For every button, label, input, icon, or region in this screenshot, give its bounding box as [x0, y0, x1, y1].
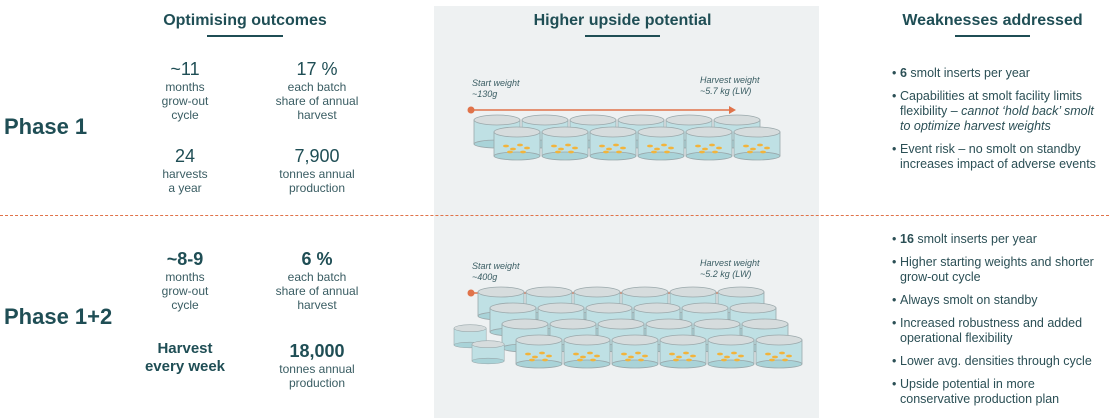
p1-share-value: 17 % [296, 59, 338, 79]
header-underline-right [955, 35, 1030, 37]
tank-diagram [453, 106, 819, 418]
p2-harvest-weight-label: Harvest weight ~5.2 kg (LW) [700, 258, 760, 280]
p1-production-stat: 7,900 tonnes annual production [252, 145, 382, 195]
phase1-label: Phase 1 [4, 114, 88, 139]
p1-production-value: 7,900 [294, 146, 340, 166]
p1-start-value: ~130g [472, 89, 498, 99]
p1-harvest-label: Harvest weight [700, 75, 760, 85]
p2-production-text: tonnes annual production [279, 362, 355, 390]
phase2-label: Phase 1+2 [4, 304, 113, 329]
p2-cycle-text: months grow-out cycle [161, 270, 209, 312]
p1-weakness-item: Event risk – no smolt on standby increas… [892, 142, 1104, 172]
p2-weaknesses-list: 16 smolt inserts per year Higher startin… [892, 232, 1104, 415]
phase-divider [0, 215, 1109, 216]
p1-growth-arrow [467, 106, 736, 114]
p2-weakness-item: Lower avg. densities through cycle [892, 354, 1104, 369]
p1-share-stat: 17 % each batch share of annual harvest [252, 58, 382, 122]
p1-production-text: tonnes annual production [279, 167, 355, 195]
p1-harvests-stat: 24 harvests a year [120, 145, 250, 195]
p2-cycle-stat: ~8-9 months grow-out cycle [120, 248, 250, 312]
header-underline-middle [585, 35, 660, 37]
p1-cycle-stat: ~11 months grow-out cycle [120, 58, 250, 122]
p1-harvest-weight-label: Harvest weight ~5.7 kg (LW) [700, 75, 760, 97]
header-upside-potential: Higher upside potential [533, 12, 712, 29]
p2-harvests-stat: Harvest every week [120, 340, 250, 376]
p2-share-stat: 6 % each batch share of annual harvest [252, 248, 382, 312]
p1-start-label: Start weight [472, 78, 520, 88]
p2-start-label: Start weight [472, 261, 520, 271]
header-underline-left [207, 35, 283, 37]
p1-harvest-value: ~5.7 kg (LW) [700, 86, 752, 96]
header-optimising-outcomes: Optimising outcomes [163, 12, 327, 29]
p2-start-weight-label: Start weight ~400g [472, 261, 520, 283]
p2-weakness-item: Upside potential in more conservative pr… [892, 377, 1104, 407]
p1-start-weight-label: Start weight ~130g [472, 78, 520, 100]
p2-share-text: each batch share of annual harvest [275, 270, 359, 312]
p1-weakness-item: 6 smolt inserts per year [892, 66, 1104, 81]
header-weaknesses-addressed: Weaknesses addressed [902, 12, 1083, 29]
p1-harvests-text: harvests a year [162, 167, 208, 195]
p1-cycle-value: ~11 [170, 59, 200, 79]
p2-harvests-value: Harvest every week [144, 340, 226, 375]
p1-share-text: each batch share of annual harvest [275, 80, 359, 122]
p2-cycle-value: ~8-9 [166, 249, 204, 269]
p2-production-stat: 18,000 tonnes annual production [252, 340, 382, 390]
p2-weakness-item: Increased robustness and added operation… [892, 316, 1104, 346]
p1-harvests-value: 24 [174, 146, 196, 166]
p1-weaknesses-list: 6 smolt inserts per year Capabilities at… [892, 66, 1104, 180]
p2-harvest-label: Harvest weight [700, 258, 760, 268]
p2-weakness-item: Higher starting weights and shorter grow… [892, 255, 1104, 285]
p2-harvest-value: ~5.2 kg (LW) [700, 269, 752, 279]
p1-weakness-item: Capabilities at smolt facility limits fl… [892, 89, 1104, 134]
p2-start-value: ~400g [472, 272, 498, 282]
p1-cycle-text: months grow-out cycle [161, 80, 209, 122]
p2-share-value: 6 % [301, 249, 333, 269]
p2-weakness-item: Always smolt on standby [892, 293, 1104, 308]
p2-weakness-item: 16 smolt inserts per year [892, 232, 1104, 247]
p2-production-value: 18,000 [289, 341, 345, 361]
